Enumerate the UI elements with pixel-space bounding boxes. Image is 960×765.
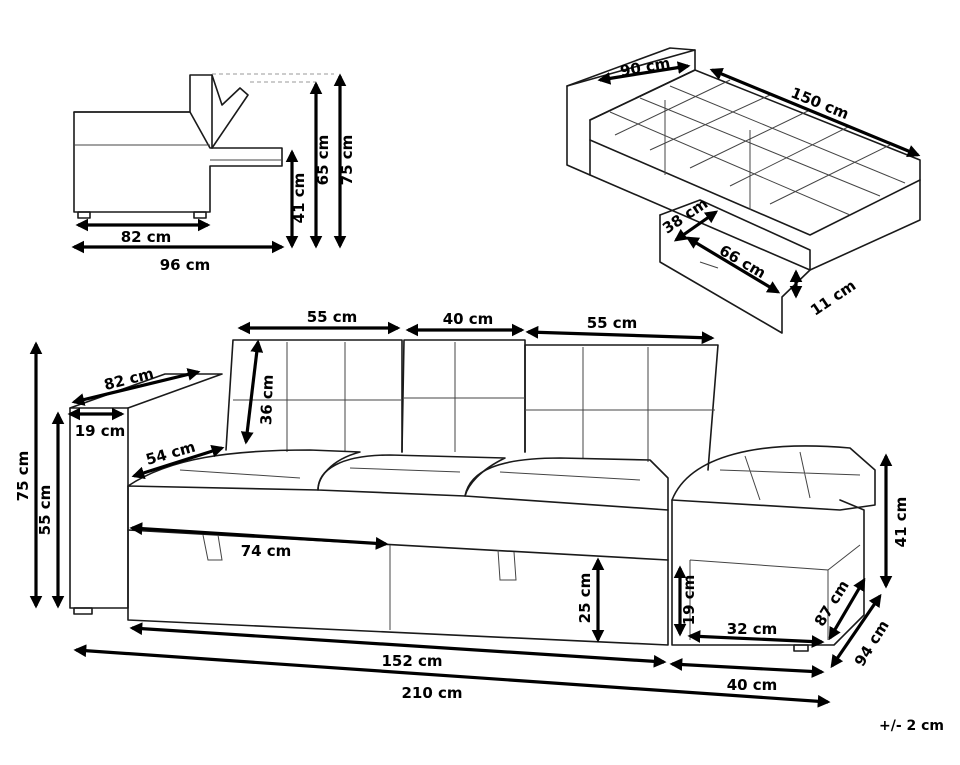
side-seat-depth-label: 82 cm	[121, 228, 172, 246]
drawer-width-label: 66 cm	[716, 241, 769, 282]
side-seat-height-label: 41 cm	[290, 173, 308, 224]
drawer-depth-label: 38 cm	[659, 194, 711, 237]
ottoman-width-label: 40 cm	[727, 676, 778, 694]
shelf-width-label: 32 cm	[727, 620, 778, 638]
front-view: 55 cm 40 cm 55 cm 82 cm 19 cm 36 cm 54 c…	[14, 308, 910, 708]
shelf-depth-label: 87 cm	[811, 577, 853, 629]
seat-middle-width-label: 40 cm	[443, 310, 494, 328]
side-backrest-height-label: 65 cm	[314, 135, 332, 186]
shelf-height-label: 19 cm	[680, 575, 698, 626]
backrest-height-label: 36 cm	[257, 374, 277, 425]
seat-right-width-label: 55 cm	[587, 314, 638, 332]
armrest-width-label: 19 cm	[75, 422, 126, 440]
total-width-label: 210 cm	[401, 684, 462, 702]
storage-width-label: 74 cm	[241, 542, 292, 560]
sofa-width-label: 152 cm	[381, 652, 442, 670]
total-height-label: 75 cm	[14, 451, 32, 502]
bed-width-label: 90 cm	[619, 54, 672, 81]
armrest-height-label: 55 cm	[36, 485, 54, 536]
side-view: 82 cm 96 cm 41 cm 65 cm 75 cm	[71, 73, 356, 274]
side-total-depth-label: 96 cm	[160, 256, 211, 274]
ottoman-depth-label: 94 cm	[851, 617, 893, 669]
bed-view: 90 cm 150 cm 38 cm 66 cm 11 cm	[566, 47, 921, 334]
drawer-height-label: 11 cm	[807, 276, 859, 319]
bed-length-label: 150 cm	[788, 84, 851, 124]
side-total-height-label: 75 cm	[338, 135, 356, 186]
storage-height-label: 25 cm	[576, 573, 594, 624]
tolerance-note: +/- 2 cm	[879, 718, 944, 734]
ottoman-height-label: 41 cm	[892, 497, 910, 548]
seat-left-width-label: 55 cm	[307, 308, 358, 326]
